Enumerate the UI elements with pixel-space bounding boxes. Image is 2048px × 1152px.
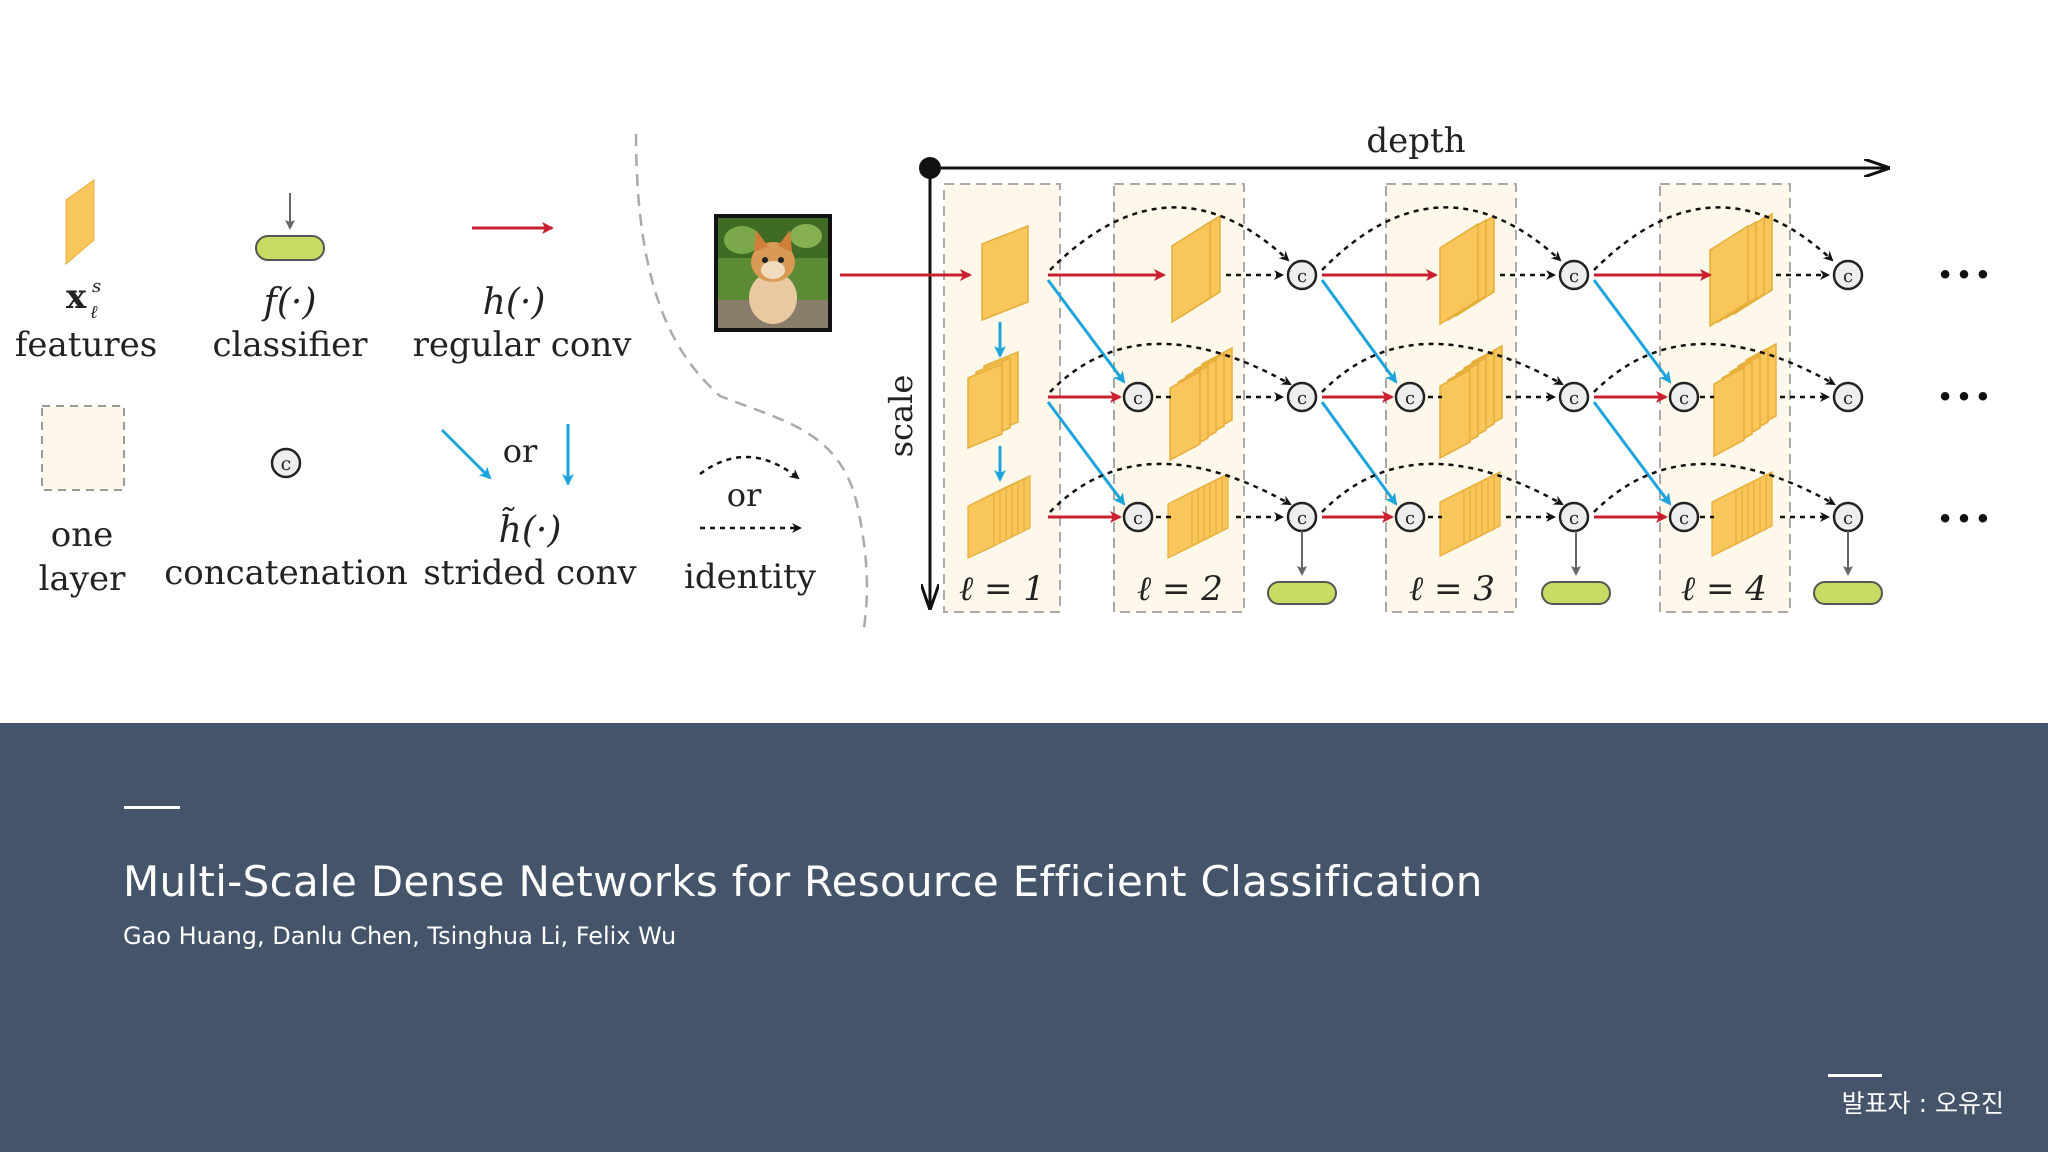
- concat-icon: [1668, 501, 1700, 533]
- axis-origin: [919, 157, 941, 179]
- concat-icon: [1394, 501, 1426, 533]
- identity-label: identity: [684, 557, 817, 597]
- concat-icon: [1832, 259, 1864, 291]
- classifiers: [1267, 531, 1883, 605]
- presenter-label: 발표자 : 오유진: [1841, 1089, 2004, 1118]
- legend: x s ℓ features f(·) classifier h(·) regu…: [15, 133, 869, 629]
- concat-icon: [1122, 501, 1154, 533]
- svg-text:c: c: [1569, 388, 1579, 409]
- strided-conv-symbol: h̃(·): [499, 508, 562, 551]
- presenter-accent-line: [1828, 1074, 1882, 1077]
- svg-text:c: c: [1843, 266, 1853, 287]
- svg-text:c: c: [1569, 508, 1579, 529]
- concat-icon: [1286, 259, 1318, 291]
- feature-map-s2-l2: [1169, 370, 1201, 462]
- feature-map-s2-l3: [1439, 368, 1471, 460]
- concat-icon: [1558, 501, 1590, 533]
- identity-curved-arrow-icon: [699, 455, 800, 480]
- concatenation-label: concatenation: [164, 553, 408, 593]
- ellipsis-row-2: • • •: [1940, 380, 1988, 413]
- feature-map-s1-l1: [981, 224, 1029, 322]
- feature-map-s2-l1: [967, 362, 1003, 450]
- features-superscript: s: [92, 276, 101, 297]
- concat-icon: [1122, 381, 1154, 413]
- regular-conv-symbol: h(·): [483, 282, 546, 323]
- concat-icon: [1558, 381, 1590, 413]
- classifier-label: classifier: [212, 325, 368, 365]
- svg-text:c: c: [1569, 266, 1579, 287]
- strided-or-label: or: [503, 432, 538, 470]
- classifier-icon: [255, 235, 325, 261]
- concat-icon: [1558, 259, 1590, 291]
- svg-text:c: c: [1679, 508, 1689, 529]
- msdnet-diagram: x s ℓ features f(·) classifier h(·) regu…: [15, 121, 1988, 629]
- msdnet-figure: x s ℓ features f(·) classifier h(·) regu…: [14, 121, 1989, 629]
- ellipsis-row-3: • • •: [1940, 502, 1988, 535]
- layer-box-icon: [41, 405, 125, 491]
- classifier-1: [1267, 581, 1337, 605]
- svg-text:c: c: [1843, 388, 1853, 409]
- ellipsis-row-1: • • •: [1940, 258, 1988, 291]
- depth-label: depth: [1366, 121, 1465, 161]
- feature-map-s3-l1: [967, 493, 995, 559]
- feature-map-s1-l2: [1171, 220, 1211, 324]
- concat-icon: [1394, 381, 1426, 413]
- svg-text:c: c: [1843, 508, 1853, 529]
- svg-text:c: c: [1405, 508, 1415, 529]
- features-symbol: x: [66, 277, 87, 317]
- layer-label-one: one: [51, 515, 114, 555]
- slide-title: Multi-Scale Dense Networks for Resource …: [123, 857, 1483, 906]
- classifier-2: [1541, 581, 1611, 605]
- concatenation-icon: [270, 447, 302, 479]
- layer-label-3: ℓ = 3: [1409, 569, 1495, 609]
- svg-text:c: c: [1133, 388, 1143, 409]
- feature-map-s1-l3: [1439, 222, 1479, 326]
- concat-icon: [1832, 381, 1864, 413]
- feature-map-s3-l4: [1711, 489, 1737, 557]
- classifier-symbol: f(·): [261, 282, 317, 323]
- strided-conv-label: strided conv: [423, 553, 637, 593]
- feature-map-s1-l4: [1709, 224, 1749, 328]
- features-subscript: ℓ: [90, 302, 98, 323]
- svg-text:c: c: [1297, 266, 1307, 287]
- concat-icon: [1668, 381, 1700, 413]
- strided-conv-arrows: [994, 279, 1672, 506]
- slide-authors: Gao Huang, Danlu Chen, Tsinghua Li, Feli…: [123, 922, 677, 950]
- feature-map-icon: [65, 179, 95, 266]
- layer-label-1: ℓ = 1: [959, 569, 1045, 609]
- svg-text:c: c: [1679, 388, 1689, 409]
- concatenation-glyph: c: [281, 453, 292, 475]
- input-cat-image: [714, 214, 832, 332]
- strided-conv-diagonal-arrow-icon: [440, 428, 492, 480]
- layer-label-4: ℓ = 4: [1681, 569, 1767, 609]
- feature-map-s3-l2: [1167, 491, 1193, 559]
- scale-label: scale: [882, 375, 920, 458]
- feature-map-s3-l3: [1439, 489, 1465, 557]
- feature-map-s2-l4: [1713, 366, 1745, 458]
- identity-or-label: or: [727, 476, 762, 514]
- feature-map-scale3: [967, 471, 1773, 559]
- features-label: features: [15, 325, 157, 365]
- layer-label-layer: layer: [39, 559, 126, 599]
- svg-text:c: c: [1297, 388, 1307, 409]
- layer-label-2: ℓ = 2: [1137, 569, 1223, 609]
- regular-conv-label: regular conv: [413, 325, 633, 365]
- concat-icon: [1286, 381, 1318, 413]
- concat-nodes: c c c c c c c c c c c c c c: [1122, 259, 1864, 533]
- svg-text:c: c: [1405, 388, 1415, 409]
- regular-conv-arrows: [1048, 269, 1712, 523]
- legend-separator-curve: [634, 133, 869, 629]
- feature-map-scale1: [981, 212, 1773, 328]
- feature-map-scale2: [967, 342, 1777, 462]
- svg-text:c: c: [1133, 508, 1143, 529]
- title-accent-line: [124, 806, 180, 809]
- classifier-3: [1813, 581, 1883, 605]
- identity-arrows: [1049, 206, 1836, 522]
- svg-text:c: c: [1297, 508, 1307, 529]
- network-diagram: depth scale: [714, 121, 1988, 613]
- title-band: [0, 723, 2048, 1152]
